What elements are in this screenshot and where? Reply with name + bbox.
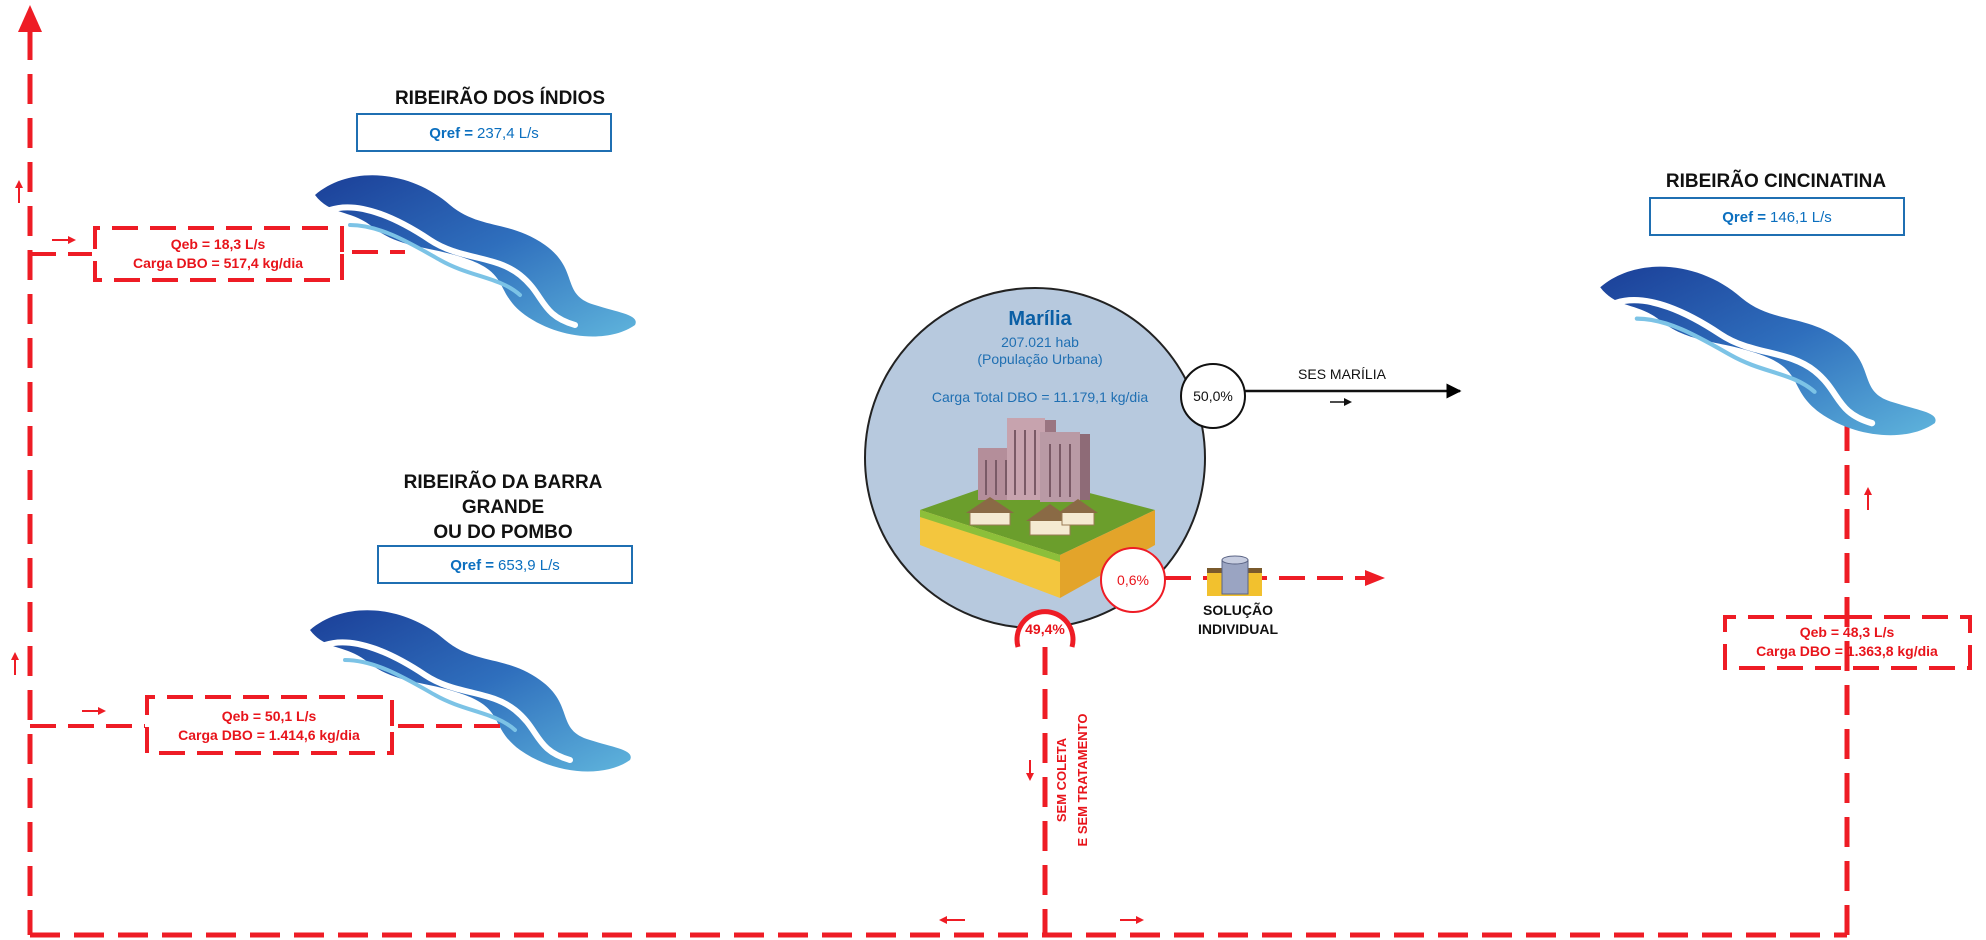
main-collector-arrowhead-up-icon — [18, 5, 42, 32]
river-icon — [315, 175, 636, 336]
city-carga-total: Carga Total DBO = 11.179,1 kg/dia — [932, 389, 1148, 405]
river-name-indios: RIBEIRÃO DOS ÍNDIOS — [395, 87, 605, 109]
direction-arrow-icon — [1120, 916, 1144, 924]
direction-arrow-icon — [11, 652, 19, 675]
qref-box-indios — [356, 113, 612, 152]
river-icon — [310, 610, 631, 771]
septic-tank-icon — [1207, 555, 1262, 596]
direction-arrow-icon — [939, 916, 965, 924]
qref-barra: Qref =653,9 L/s — [450, 557, 560, 574]
river-icon — [1600, 267, 1935, 436]
ses-label: SES MARÍLIA — [1298, 366, 1387, 382]
qref-cincinatina: Qref =146,1 L/s — [1722, 209, 1832, 226]
river-name-barra-line3: OU DO POMBO — [433, 522, 572, 543]
sem-coleta-label-line2: E SEM TRATAMENTO — [1075, 714, 1090, 847]
individual-label-line2: INDIVIDUAL — [1198, 621, 1279, 637]
city-population-note: (População Urbana) — [977, 351, 1102, 367]
direction-arrow-icon — [52, 236, 76, 244]
city-population: 207.021 hab — [1001, 334, 1079, 350]
discharge-box-barra — [145, 695, 500, 755]
river-name-cincinatina: RIBEIRÃO CINCINATINA — [1666, 170, 1887, 192]
direction-arrow-icon — [1026, 760, 1034, 781]
city-name: Marília — [1008, 308, 1072, 330]
direction-arrow-icon — [1864, 487, 1872, 510]
qeb-barra: Qeb = 50,1 L/s — [222, 708, 317, 724]
discharge-box-indios — [93, 226, 405, 282]
carga-indios: Carga DBO = 517,4 kg/dia — [133, 255, 303, 271]
direction-arrow-icon — [82, 707, 106, 715]
carga-barra: Carga DBO = 1.414,6 kg/dia — [178, 727, 360, 743]
split-individual-percent: 0,6% — [1117, 572, 1149, 588]
city-buildings-icon — [920, 418, 1155, 598]
sem-coleta-label-line1: SEM COLETA — [1054, 737, 1069, 822]
discharge-box-cincinatina — [1723, 614, 1972, 670]
individual-arrowhead-icon — [1365, 570, 1385, 586]
direction-arrow-icon — [15, 180, 23, 203]
arrow-icon — [1330, 398, 1352, 406]
carga-cincinatina: Carga DBO = 1.363,8 kg/dia — [1756, 643, 1938, 659]
split-sem-coleta-arc — [1014, 609, 1076, 648]
qref-box-cincinatina — [1649, 197, 1905, 236]
qeb-cincinatina: Qeb = 48,3 L/s — [1800, 624, 1895, 640]
split-ses-percent: 50,0% — [1193, 388, 1233, 404]
river-name-barra-line2: GRANDE — [462, 497, 544, 518]
qref-indios: Qref =237,4 L/s — [429, 125, 539, 142]
split-ses-circle — [1180, 363, 1246, 429]
split-sem-coleta-percent: 49,4% — [1025, 621, 1065, 637]
qeb-indios: Qeb = 18,3 L/s — [171, 236, 266, 252]
qref-box-barra — [377, 545, 633, 584]
individual-label-line1: SOLUÇÃO — [1203, 601, 1273, 618]
river-name-barra-line1: RIBEIRÃO DA BARRA — [404, 471, 603, 493]
